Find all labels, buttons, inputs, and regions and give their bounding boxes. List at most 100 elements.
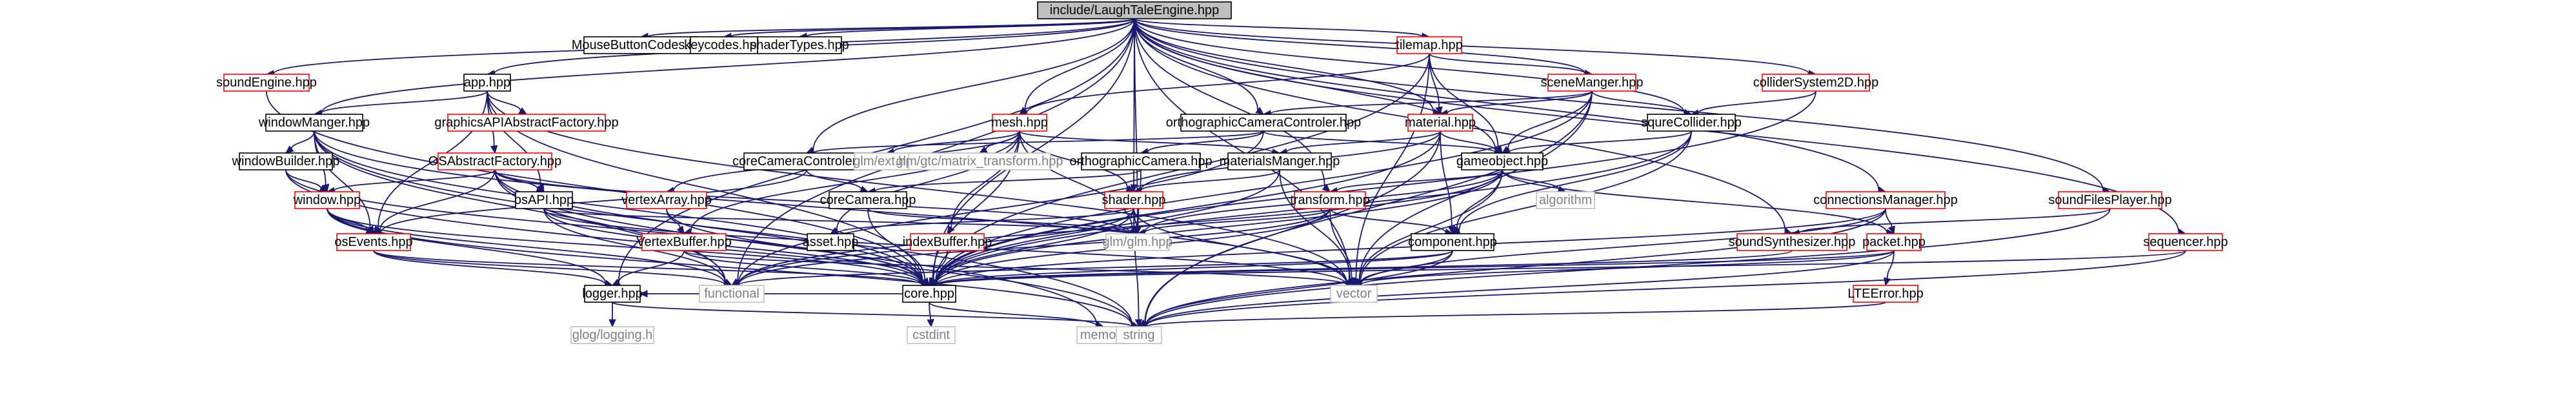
- node-box-cstdint: [907, 326, 956, 344]
- edge-gameobject-to-functional: [738, 169, 1503, 285]
- node-logger[interactable]: logger.hpp: [582, 285, 643, 303]
- node-orthocamera[interactable]: orthographicCamera.hpp: [1069, 152, 1213, 170]
- edge-component-to-functional: [738, 250, 1453, 286]
- node-core[interactable]: core.hpp: [902, 285, 956, 303]
- edge-osabstract-to-functional: [494, 169, 727, 283]
- arrowhead-shader-to-string: [1134, 319, 1143, 328]
- edge-squarecollider-to-vector: [1360, 130, 1692, 283]
- node-label-windowhpp: window.hpp: [293, 193, 361, 207]
- arrowhead-gameobject-to-component: [1452, 225, 1460, 234]
- node-materialsmanger[interactable]: materialsManger.hpp: [1220, 152, 1340, 170]
- node-label-soundengine: soundEngine.hpp: [216, 76, 317, 90]
- node-label-algorithm: algorithm: [1539, 193, 1592, 207]
- node-box-component: [1411, 233, 1494, 251]
- arrowhead-vertexarray-to-vertexbuffer: [676, 225, 685, 234]
- node-box-asset: [807, 233, 854, 251]
- edge-tilemap-to-gameobject: [1429, 53, 1499, 148]
- edge-osevents-to-logger: [373, 250, 607, 285]
- node-label-scenemanger: sceneManger.hpp: [1540, 76, 1643, 90]
- node-shadertypes[interactable]: shaderTypes.hpp: [750, 36, 849, 54]
- node-box-app: [463, 74, 511, 92]
- edge-osevents-to-functional: [373, 250, 725, 285]
- edge-ltterror-to-string: [1145, 302, 1886, 327]
- node-box-collidersystem: [1762, 74, 1870, 92]
- node-box-transform: [1294, 191, 1366, 209]
- node-label-shader: shader.hpp: [1102, 193, 1166, 207]
- node-material[interactable]: material.hpp: [1405, 114, 1476, 132]
- node-mesh[interactable]: mesh.hpp: [991, 114, 1048, 132]
- node-packet[interactable]: packet.hpp: [1862, 233, 1926, 251]
- node-windowhpp[interactable]: window.hpp: [293, 191, 361, 209]
- node-soundfiles[interactable]: soundFilesPlayer.hpp: [2048, 191, 2172, 209]
- arrowhead-core-to-cstdint: [927, 319, 934, 328]
- node-vertexbuffer[interactable]: VertexBuffer.hpp: [636, 233, 732, 251]
- edge-material-to-materialsmanger: [1286, 130, 1441, 153]
- node-box-glmglm: [1105, 233, 1170, 251]
- node-label-root: include/LaughTaleEngine.hpp: [1050, 3, 1219, 17]
- node-box-functional: [699, 285, 765, 303]
- edge-squarecollider-to-component: [1458, 130, 1692, 231]
- node-glmmatrix: glm/gtc/matrix_transform.hpp: [896, 152, 1063, 170]
- edge-corecameracontroler-to-corecamera: [806, 169, 862, 190]
- edge-windowmanger-to-core: [314, 130, 923, 284]
- node-soundengine[interactable]: soundEngine.hpp: [216, 74, 317, 92]
- node-label-tilemap: tilemap.hpp: [1396, 38, 1462, 52]
- edge-root-to-collidersystem: [1134, 18, 1809, 74]
- node-corecamera[interactable]: coreCamera.hpp: [820, 191, 916, 209]
- node-graphicsapi[interactable]: graphicsAPIAbstractFactory.hpp: [434, 114, 619, 132]
- node-label-vertexbuffer: VertexBuffer.hpp: [636, 235, 732, 249]
- node-root[interactable]: include/LaughTaleEngine.hpp: [1037, 1, 1232, 19]
- edge-mesh-to-shader: [1019, 130, 1129, 189]
- node-sequencer[interactable]: sequencer.hpp: [2143, 233, 2228, 251]
- arrowhead-mesh-to-indexbuffer: [947, 225, 955, 234]
- node-indexbuffer[interactable]: indexBuffer.hpp: [903, 233, 992, 251]
- edge-scenemanger-to-gameobject: [1507, 90, 1593, 149]
- node-component[interactable]: component.hpp: [1408, 233, 1497, 251]
- node-label-indexbuffer: indexBuffer.hpp: [903, 235, 992, 249]
- node-transform[interactable]: transform.hpp: [1290, 191, 1370, 209]
- node-osapi[interactable]: osAPI.hpp: [514, 191, 574, 209]
- node-label-component: component.hpp: [1408, 235, 1497, 249]
- node-box-corecamera: [829, 191, 907, 209]
- node-box-string: [1116, 326, 1162, 344]
- node-vertexarray[interactable]: vertexArray.hpp: [621, 191, 712, 209]
- arrowhead-connectionsmanager-to-packet: [1887, 225, 1895, 235]
- arrowhead-app-to-osabstract: [490, 145, 498, 154]
- edge-collidersystem-to-core: [935, 90, 1816, 284]
- node-shader[interactable]: shader.hpp: [1102, 191, 1166, 209]
- node-label-osabstract: OSAbstractFactory.hpp: [428, 154, 561, 169]
- edge-transform-to-functional: [738, 208, 1331, 285]
- node-box-core: [902, 285, 956, 303]
- node-ltterror[interactable]: LTEError.hpp: [1847, 285, 1924, 303]
- node-osabstract[interactable]: OSAbstractFactory.hpp: [428, 152, 561, 170]
- node-squarecollider[interactable]: squreCollider.hpp: [1641, 114, 1742, 132]
- node-label-corecameracontroler: coreCameraControler.hpp: [732, 154, 881, 169]
- node-scenemanger[interactable]: sceneManger.hpp: [1540, 74, 1644, 92]
- node-app[interactable]: app.hpp: [463, 74, 511, 92]
- edge-osabstract-to-osevents: [379, 169, 496, 231]
- edge-root-to-core: [932, 18, 1135, 280]
- edge-mesh-to-vertexbuffer: [690, 130, 1020, 232]
- arrowhead-corecamera-to-core: [921, 277, 930, 286]
- node-box-mousecodes: [583, 36, 698, 54]
- node-label-core: core.hpp: [904, 287, 954, 301]
- node-box-osapi: [515, 191, 573, 209]
- node-windowbuilder[interactable]: windowBuilder.hpp: [232, 152, 340, 170]
- node-label-app: app.hpp: [464, 76, 510, 90]
- node-windowmanger[interactable]: windowManger.hpp: [258, 114, 370, 132]
- edge-root-to-shadertypes: [806, 18, 1135, 37]
- node-label-graphicsapi: graphicsAPIAbstractFactory.hpp: [434, 116, 618, 130]
- node-box-algorithm: [1536, 191, 1595, 209]
- node-osevents[interactable]: osEvents.hpp: [334, 233, 413, 251]
- node-box-material: [1407, 114, 1473, 132]
- node-collidersystem[interactable]: colliderSystem2D.hpp: [1753, 74, 1879, 92]
- node-connectionsmanager[interactable]: connectionsManager.hpp: [1813, 191, 1958, 209]
- node-mousecodes[interactable]: MouseButtonCodes.hpp: [572, 36, 710, 54]
- node-corecameracontroler[interactable]: coreCameraControler.hpp: [732, 152, 881, 170]
- node-gameobject[interactable]: gameobject.hpp: [1456, 152, 1548, 170]
- node-asset[interactable]: asset.hpp: [803, 233, 859, 251]
- node-orthocamcontroler[interactable]: orthographicCameraControler.hpp: [1166, 114, 1361, 132]
- node-tilemap[interactable]: tilemap.hpp: [1396, 36, 1463, 54]
- edge-scenemanger-to-orthocamcontroler: [1270, 90, 1593, 115]
- node-soundsynth[interactable]: soundSynthesizer.hpp: [1729, 233, 1856, 251]
